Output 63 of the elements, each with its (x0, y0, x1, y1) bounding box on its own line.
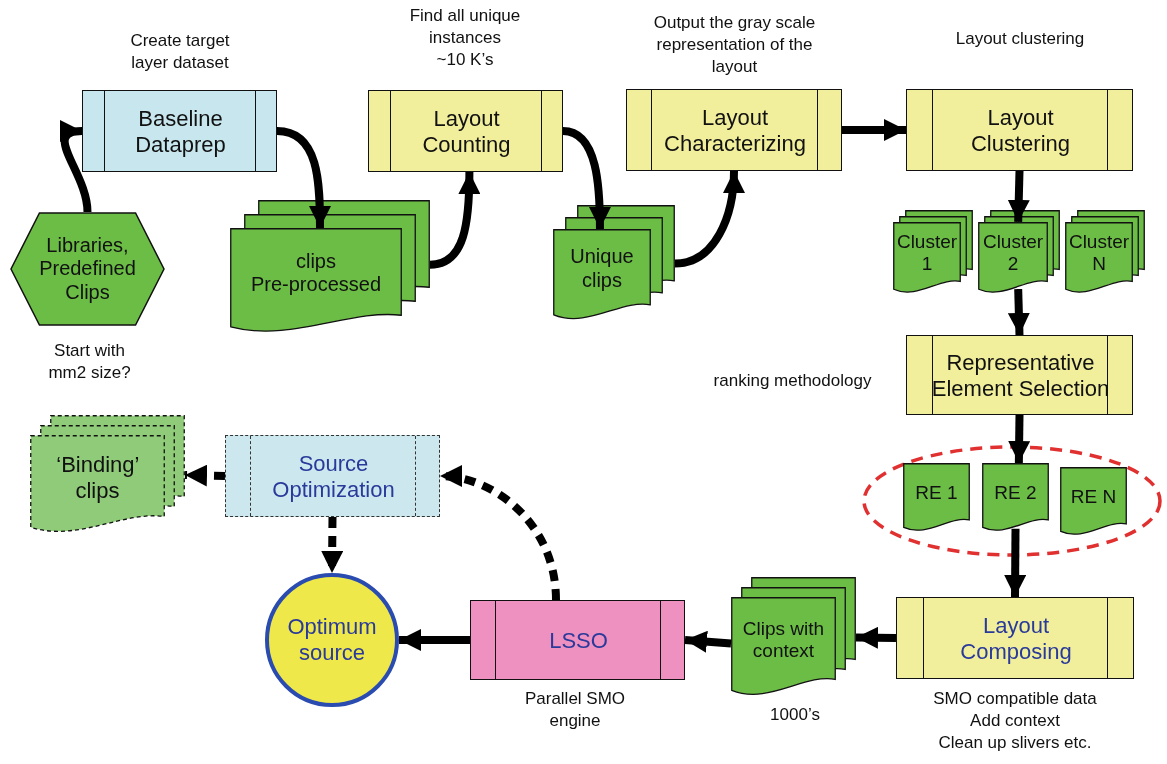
box-label: Source Optimization (271, 451, 396, 503)
dashed-ellipse (862, 445, 1162, 557)
process-box (470, 600, 685, 680)
box-label: Baseline Dataprep (134, 106, 227, 158)
process-box (906, 335, 1133, 415)
box-label: Cluster 1 (895, 230, 959, 276)
box-label: LSSO (549, 628, 608, 654)
document-stack (553, 205, 675, 322)
document-stack (893, 210, 973, 295)
annotation-text: ~10 K’s (435, 49, 495, 71)
document-stack (903, 463, 970, 533)
box-label: Layout Clustering (969, 105, 1071, 157)
document-stack (1065, 210, 1145, 295)
arrow (184, 464, 226, 487)
document-stack (1060, 467, 1127, 537)
process-box (906, 89, 1133, 171)
arrow (399, 629, 470, 651)
arrow (674, 170, 745, 268)
annotation-text: Output the gray scale representation of the layout (652, 12, 817, 78)
arrow (842, 119, 906, 141)
box-label: RE 1 (915, 481, 958, 504)
arrow (321, 516, 344, 574)
box-label: ‘Binding’ clips (55, 451, 140, 504)
box-label: Representative Element Selection (930, 350, 1111, 402)
document-stack (982, 463, 1049, 533)
box-label: Cluster N (1067, 230, 1131, 276)
annotation-text: Layout clustering (954, 28, 1086, 50)
arrow (59, 122, 92, 213)
arrow (1007, 170, 1030, 222)
process-box (225, 435, 440, 517)
document-stack (978, 210, 1060, 295)
arrow (855, 626, 897, 649)
arrow (684, 630, 732, 653)
box-label: Layout Counting (421, 106, 512, 158)
box-label: Cluster 2 (981, 230, 1045, 276)
annotation-text: Create target layer dataset (129, 30, 231, 74)
arrow (1007, 288, 1030, 336)
annotation-text: Start with mm2 size? (47, 340, 132, 384)
box-label: Clips with context (741, 617, 826, 663)
process-box (896, 597, 1134, 679)
document-stack (30, 415, 185, 535)
annotation-text: Find all unique instances (408, 5, 522, 49)
box-label: RE N (1070, 485, 1117, 508)
box-label: Layout Characterizing (663, 105, 807, 157)
process-box (368, 90, 563, 172)
annotation-text: SMO compatible data (932, 688, 1098, 710)
box-label: Libraries, Predefined Clips (38, 233, 137, 305)
process-box (82, 90, 277, 172)
box-label: Unique clips (569, 244, 635, 293)
hexagon-shape (10, 212, 165, 326)
annotation-text: Parallel SMO engine (523, 688, 627, 732)
annotation-text: Clean up slivers etc. (937, 732, 1093, 754)
annotation-text: ranking methodology (712, 370, 873, 392)
process-box (626, 89, 842, 171)
box-label: Layout Composing (959, 613, 1073, 665)
document-stack (230, 200, 430, 335)
document-stack (731, 577, 856, 698)
box-label: clips Pre-processed (249, 249, 382, 298)
box-label: Optimum source (286, 614, 378, 666)
box-label: RE 2 (994, 481, 1037, 504)
annotation-text: Add context (969, 710, 1061, 732)
annotation-text: 1000’s (769, 704, 821, 726)
arrow (439, 466, 560, 601)
